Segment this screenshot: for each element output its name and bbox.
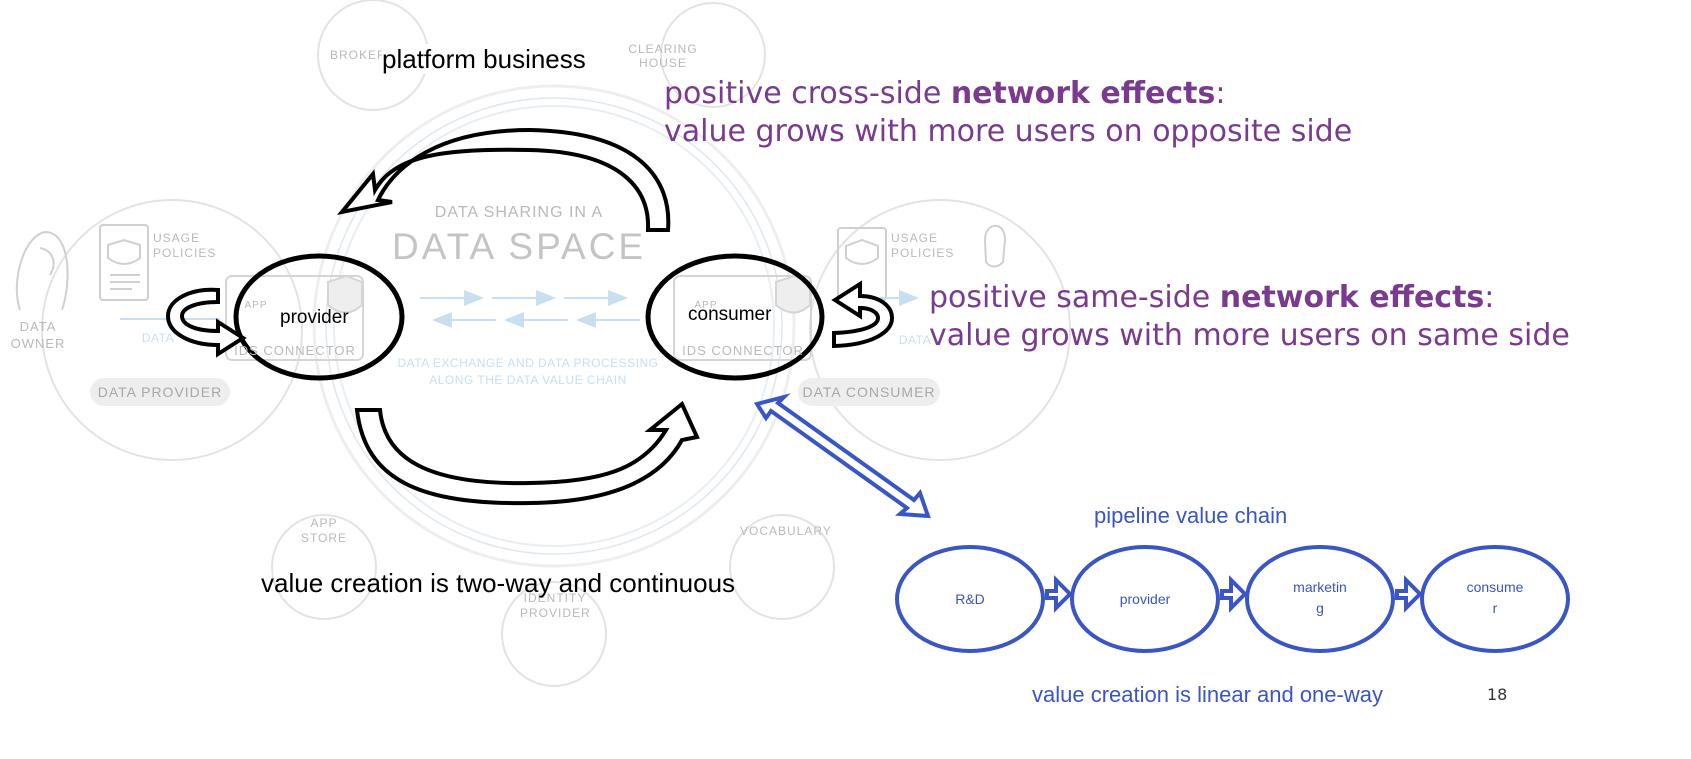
pipeline-step-arrows <box>1045 575 1423 613</box>
page-number: 18 <box>1487 685 1508 704</box>
app-right-label: APP <box>694 300 718 311</box>
usage-policy-doc-left-icon <box>99 224 149 301</box>
same-side-right-arrow <box>831 280 895 349</box>
cross-side-description: value grows with more users on opposite … <box>664 114 1353 149</box>
ids-connector-left-label: IDS CONNECTOR <box>234 343 356 358</box>
pipeline-caption: value creation is linear and one-way <box>1032 682 1383 707</box>
pipeline-node-rnd-label: R&D <box>955 591 985 607</box>
data-exchange-subtitle-1: DATA EXCHANGE AND DATA PROCESSING <box>397 356 659 370</box>
ids-connector-left-box <box>225 274 364 361</box>
data-space-ring-3 <box>325 97 783 555</box>
pipeline-arrow-3 <box>1395 575 1423 613</box>
cross-side-bottom-arrow <box>354 400 700 506</box>
platform-caption: value creation is two-way and continuous <box>261 568 736 598</box>
data-owner-person-icon <box>15 230 69 311</box>
consumer-ellipse <box>645 253 825 381</box>
data-consumer-label: DATA CONSUMER <box>802 384 936 400</box>
pipeline-node-consumer-label-2: r <box>1492 600 1498 616</box>
data-provider-label: DATA PROVIDER <box>97 384 223 400</box>
data-sharing-title-small: DATA SHARING IN A <box>434 204 604 221</box>
pipeline-arrow-2 <box>1220 575 1248 613</box>
same-side-heading: positive same-side network effects: <box>929 280 1495 315</box>
platform-pipeline-link-arrow <box>753 393 931 519</box>
clearing-house-circle <box>660 2 766 108</box>
pipeline-node-provider <box>1070 545 1220 653</box>
app-store-circle <box>271 514 377 620</box>
cross-side-heading: positive cross-side network effects: <box>664 76 1226 111</box>
identity-provider-circle <box>501 581 607 687</box>
app-left-label: APP <box>244 300 268 311</box>
pipeline-node-rnd <box>895 545 1045 653</box>
clearing-house-label: CLEARING HOUSE <box>628 42 698 70</box>
data-consumer-pill <box>798 378 940 406</box>
pipeline-node-consumer-label-1: consume <box>1466 579 1524 595</box>
identity-provider-label: IDENTITY PROVIDER <box>520 591 591 620</box>
data-consumer-person-icon <box>983 224 1007 268</box>
data-left-label: DATA <box>141 331 175 345</box>
pipeline-node-marketing <box>1245 545 1395 653</box>
data-exchange-subtitle-2: ALONG THE DATA VALUE CHAIN <box>429 373 627 387</box>
usage-policies-right-label: USAGE POLICIES <box>891 231 955 260</box>
data-space-outer-ring <box>312 84 796 568</box>
broker-label: BROKER <box>330 48 387 62</box>
same-side-left-arrow <box>165 287 247 358</box>
vocabulary-circle <box>729 514 835 620</box>
vocabulary-label: VOCABULARY <box>740 524 832 538</box>
cross-side-top-arrow <box>336 127 671 232</box>
ids-connector-right-label: IDS CONNECTOR <box>682 343 804 358</box>
platform-business-title: platform business <box>382 44 586 74</box>
pipeline-chain <box>895 545 1570 653</box>
same-side-description: value grows with more users on same side <box>929 318 1570 353</box>
data-provider-pill <box>90 378 230 406</box>
pipeline-arrow-1 <box>1045 575 1073 613</box>
data-owner-label: DATA OWNER <box>10 319 66 351</box>
pipeline-node-marketing-label-1: marketin <box>1293 579 1347 595</box>
usage-policies-left-label: USAGE POLICIES <box>153 231 217 260</box>
pipeline-node-marketing-label-2: g <box>1316 600 1324 616</box>
pipeline-title: pipeline value chain <box>1094 503 1288 528</box>
provider-ellipse <box>233 253 405 381</box>
provider-label: provider <box>280 307 349 328</box>
data-space-inner-ring <box>333 105 775 547</box>
data-provider-circle <box>41 199 303 461</box>
data-space-title: DATA SPACE <box>392 226 647 267</box>
pipeline-node-provider-label: provider <box>1119 591 1171 607</box>
data-right-label: DATA <box>898 333 932 347</box>
app-store-label: APP STORE <box>300 516 348 545</box>
pipeline-node-consumer <box>1420 545 1570 653</box>
consumer-label: consumer <box>688 304 772 325</box>
data-space-background <box>41 0 1071 687</box>
